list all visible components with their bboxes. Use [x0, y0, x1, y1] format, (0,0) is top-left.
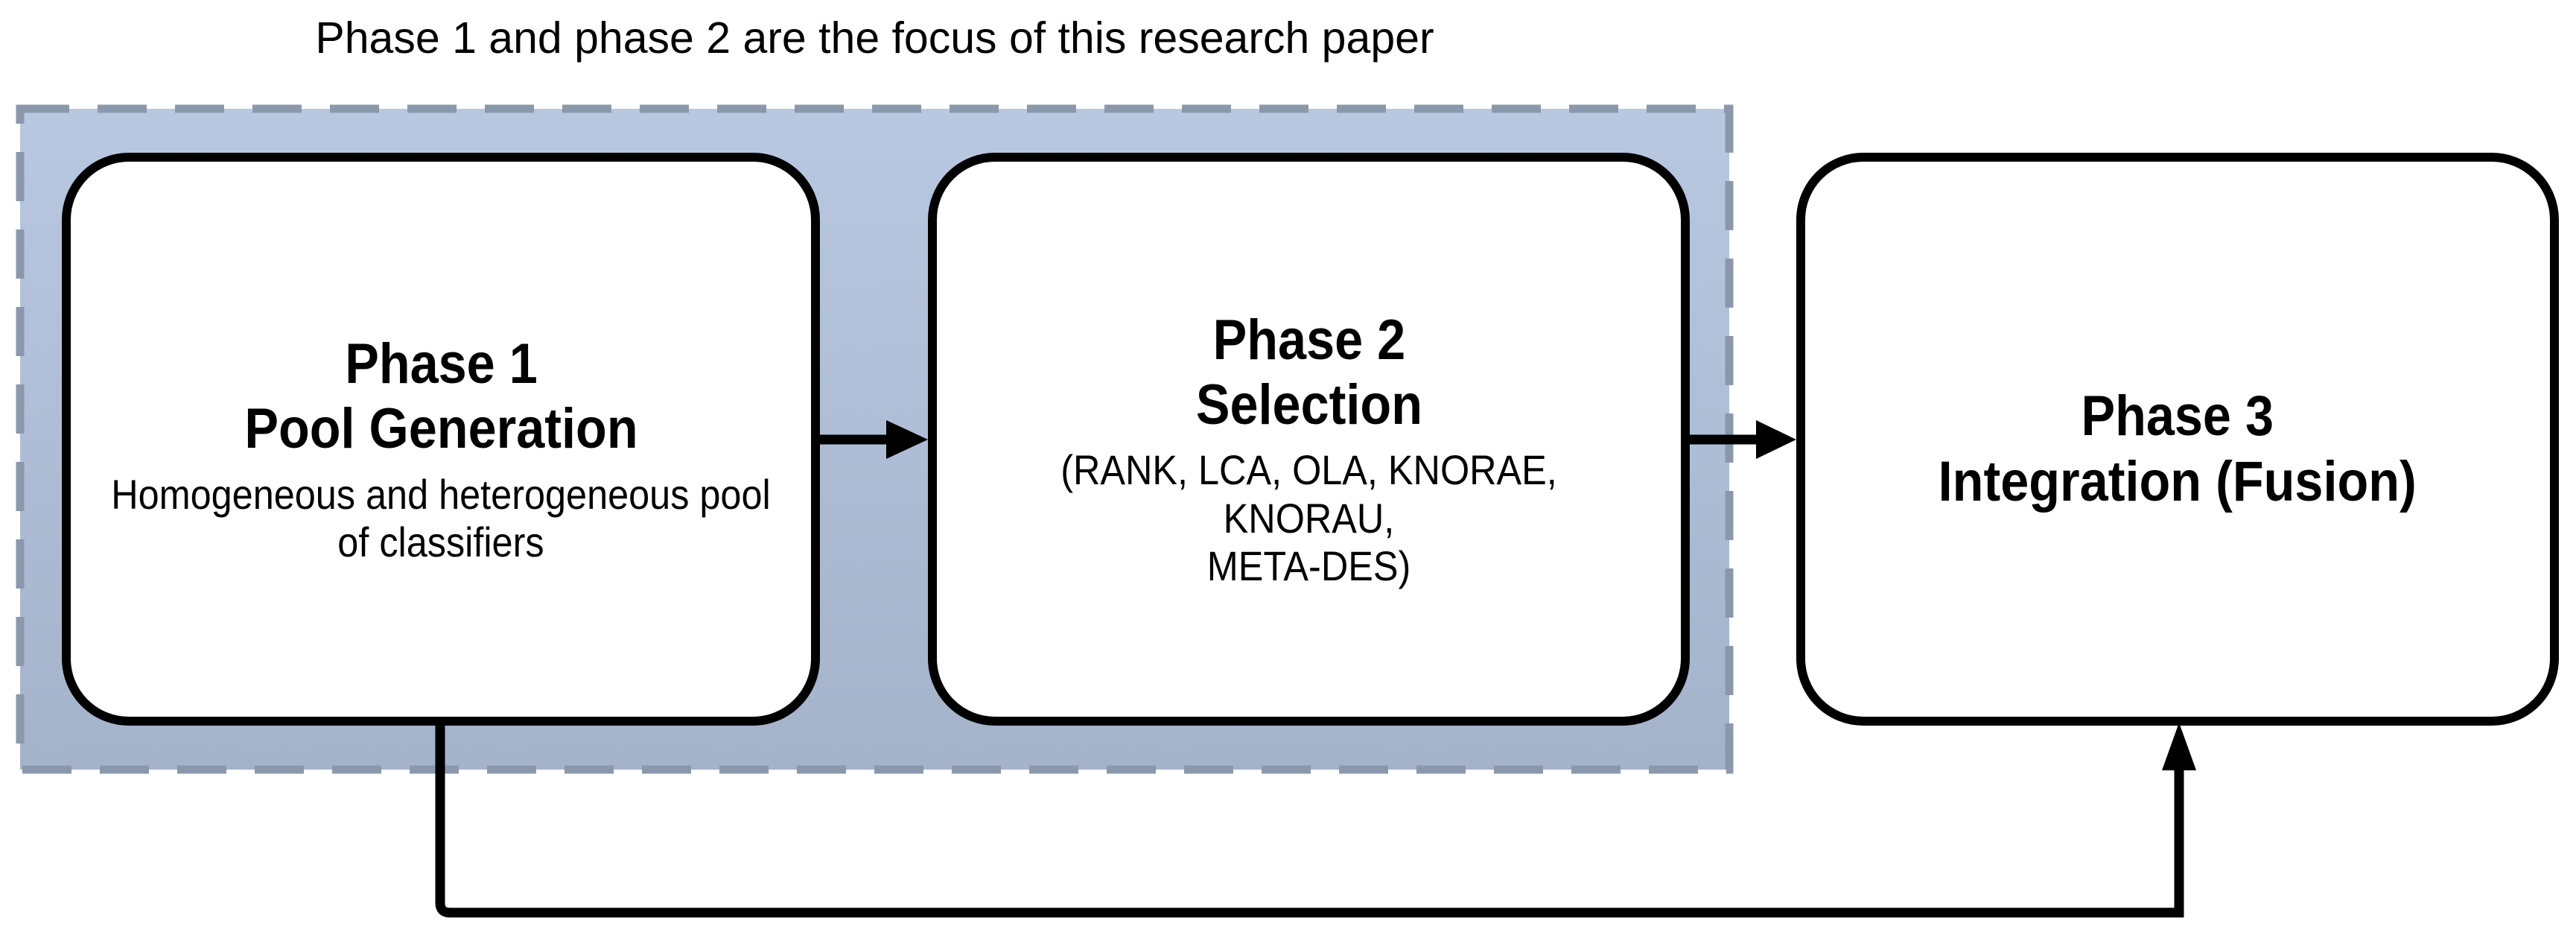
phase-1-title: Phase 1 Pool Generation [244, 332, 638, 461]
phase-2-title: Phase 2 Selection [1195, 308, 1422, 437]
phase-3-title: Phase 3 Integration (Fusion) [1938, 384, 2417, 513]
phase-3-box: Phase 3 Integration (Fusion) [1796, 153, 2559, 726]
phase-2-subtitle: (RANK, LCA, OLA, KNORAE, KNORAU, META-DE… [1060, 446, 1557, 590]
phase-1-box: Phase 1 Pool Generation Homogeneous and … [62, 153, 820, 726]
phase-1-subtitle: Homogeneous and heterogeneous pool of cl… [111, 470, 771, 565]
diagram-caption: Phase 1 and phase 2 are the focus of thi… [315, 13, 1434, 63]
phase-2-box: Phase 2 Selection (RANK, LCA, OLA, KNORA… [928, 153, 1690, 726]
